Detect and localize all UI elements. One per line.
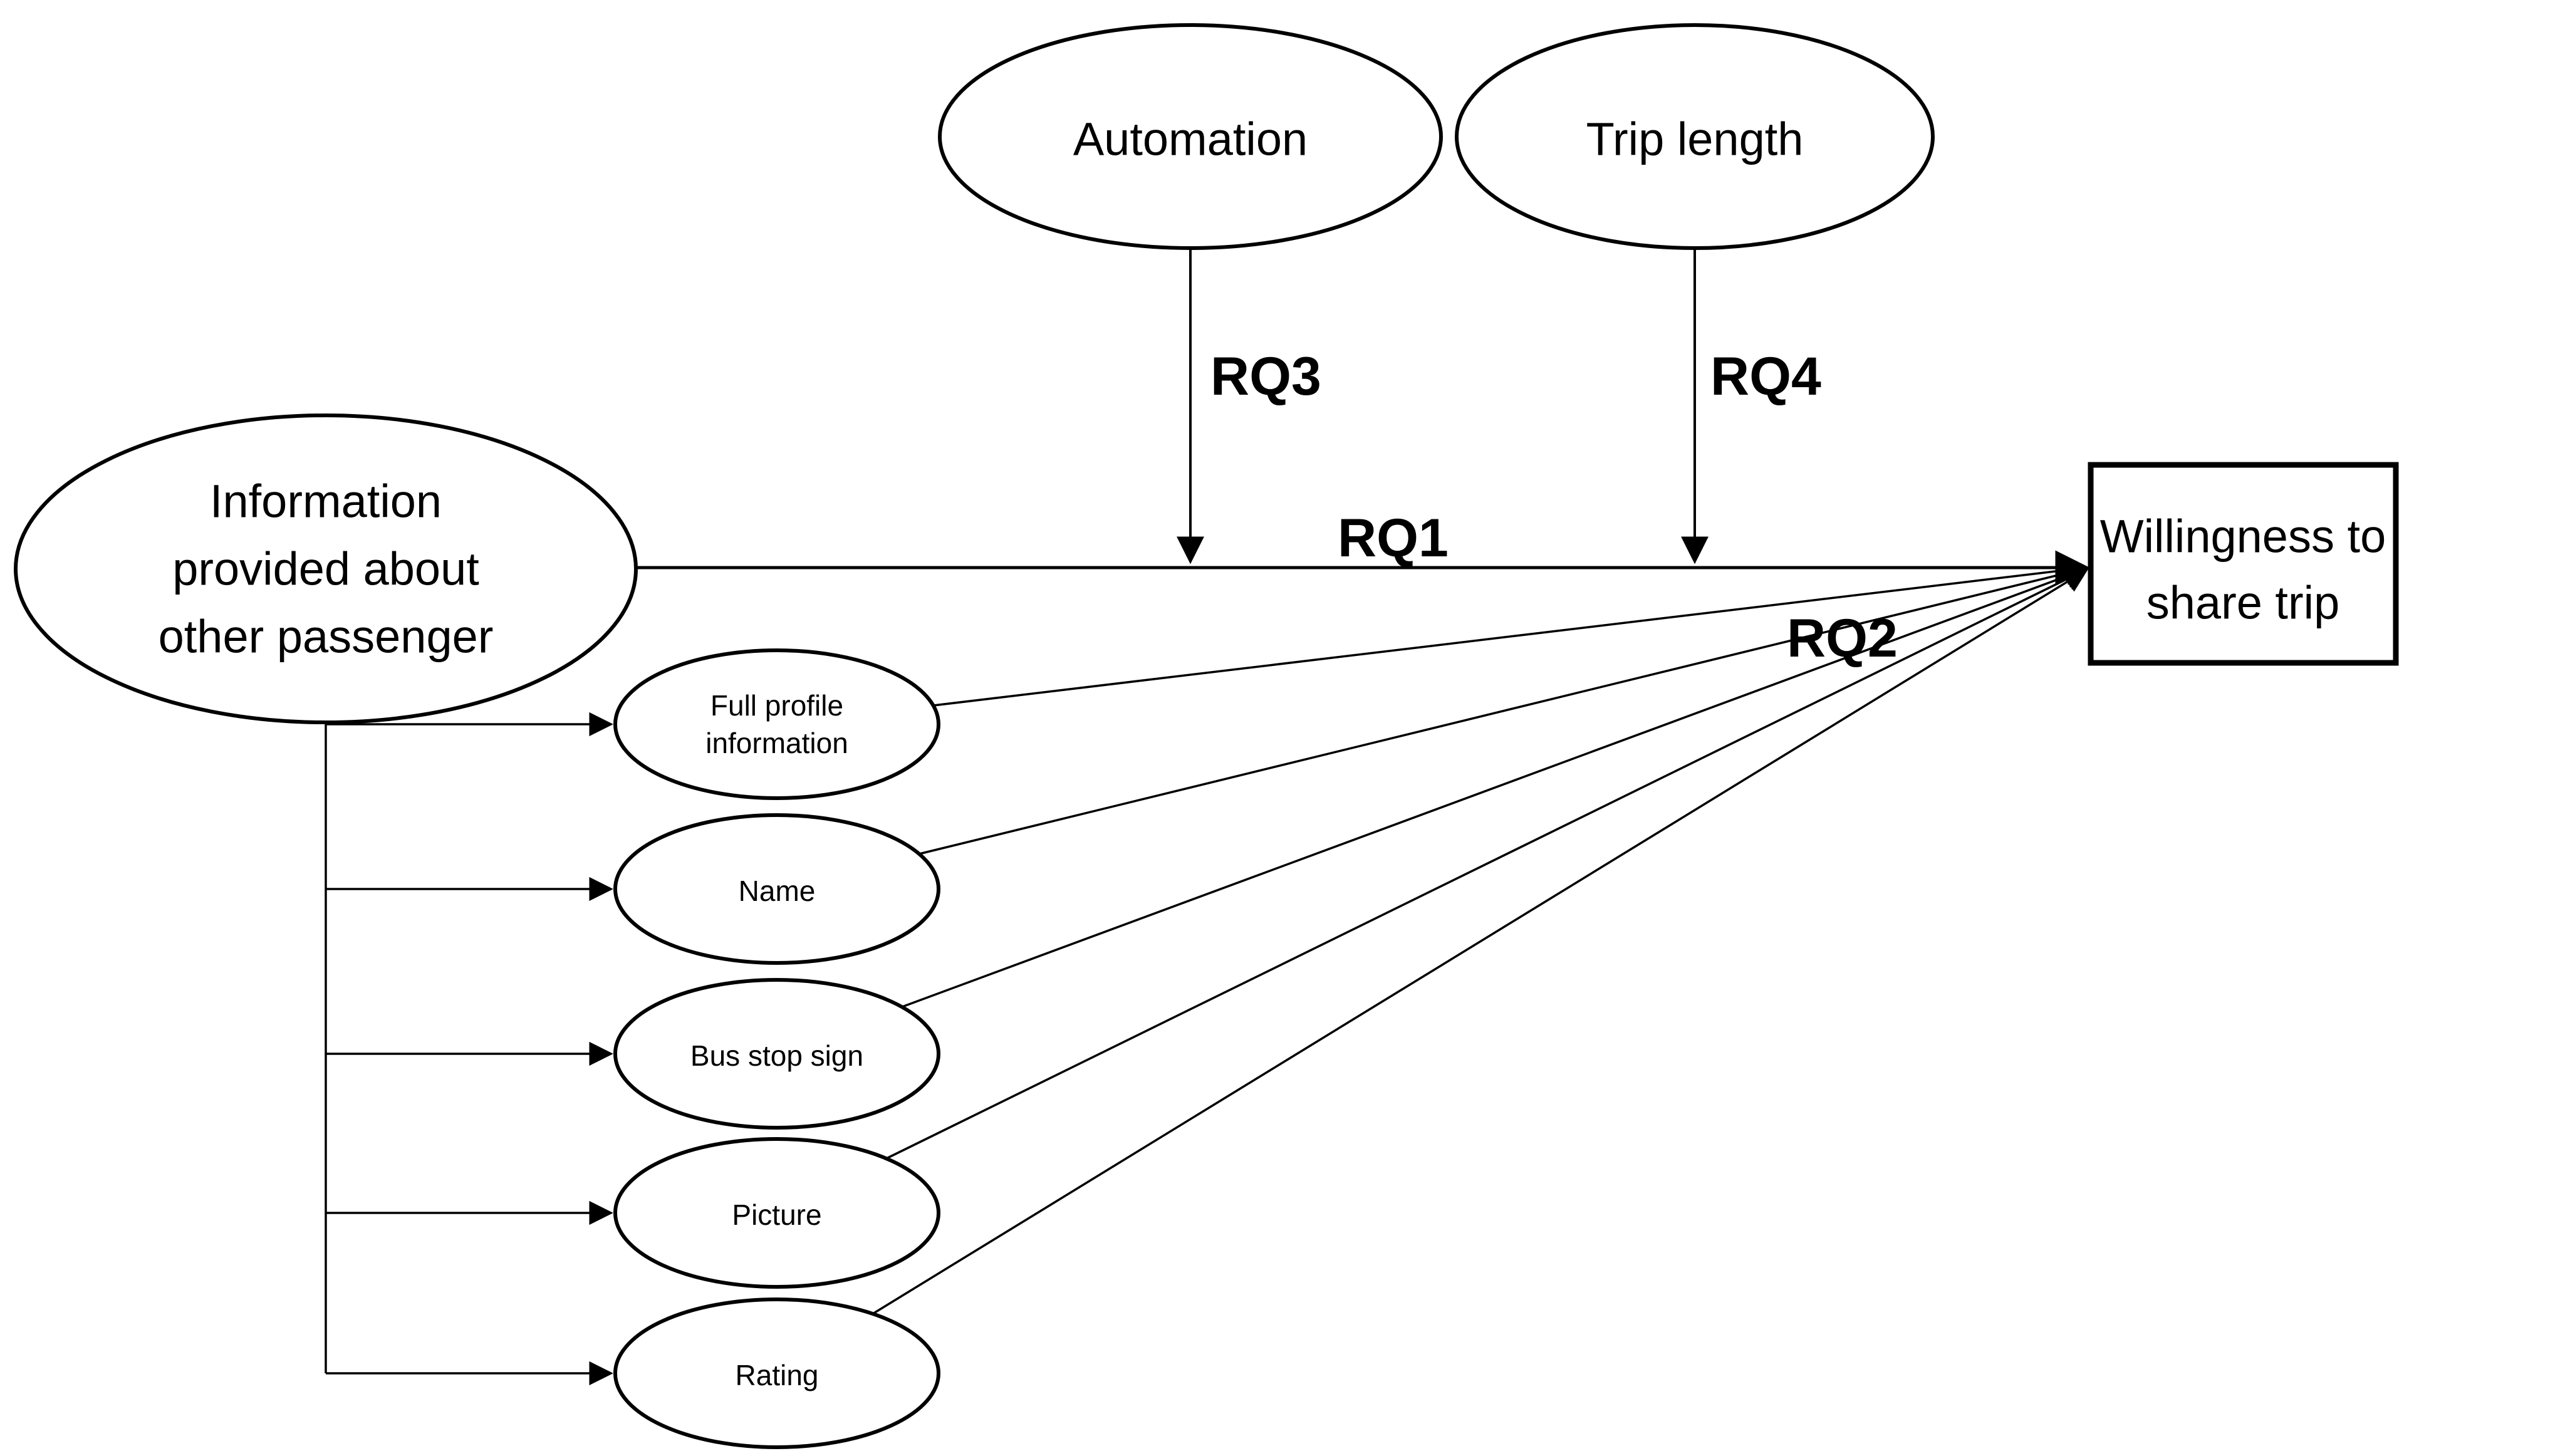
edge-rating-to-willingness	[872, 568, 2089, 1315]
picture-ellipse	[613, 1137, 940, 1289]
information-label-line1: Information	[210, 476, 442, 528]
trip-length-label: Trip length	[1586, 113, 1804, 165]
information-ellipse	[14, 413, 638, 724]
automation-ellipse	[938, 23, 1443, 250]
full-profile-label-line2: information	[705, 727, 848, 759]
bus-stop-ellipse	[613, 978, 940, 1130]
full-profile-label-line1: Full profile	[710, 689, 843, 722]
edge-picture-to-willingness	[886, 568, 2089, 1160]
name-label: Name	[739, 875, 816, 907]
edge-full-profile-to-willingness	[933, 558, 2089, 707]
information-label-line2: provided about	[172, 543, 479, 595]
edge-bus-stop-to-willingness	[902, 564, 2089, 1008]
trip-length-ellipse	[1455, 23, 1935, 250]
willingness-label-line1: Willingness to	[2100, 511, 2386, 563]
willingness-box	[2088, 462, 2399, 666]
name-ellipse	[613, 813, 940, 965]
edge-name-to-willingness	[918, 561, 2089, 855]
information-label-line3: other passenger	[159, 611, 494, 663]
picture-label: Picture	[732, 1199, 821, 1231]
rating-ellipse	[613, 1297, 940, 1449]
bus-stop-label: Bus stop sign	[690, 1039, 863, 1072]
rq4-edge-label: RQ4	[1710, 346, 1821, 407]
rq1-edge-label: RQ1	[1338, 508, 1449, 568]
full-profile-ellipse	[613, 648, 940, 800]
automation-label: Automation	[1073, 113, 1308, 165]
rating-label: Rating	[736, 1359, 819, 1391]
rq2-edge-label: RQ2	[1787, 608, 1898, 668]
rq3-edge-label: RQ3	[1210, 346, 1321, 407]
willingness-label-line2: share trip	[2146, 577, 2339, 629]
